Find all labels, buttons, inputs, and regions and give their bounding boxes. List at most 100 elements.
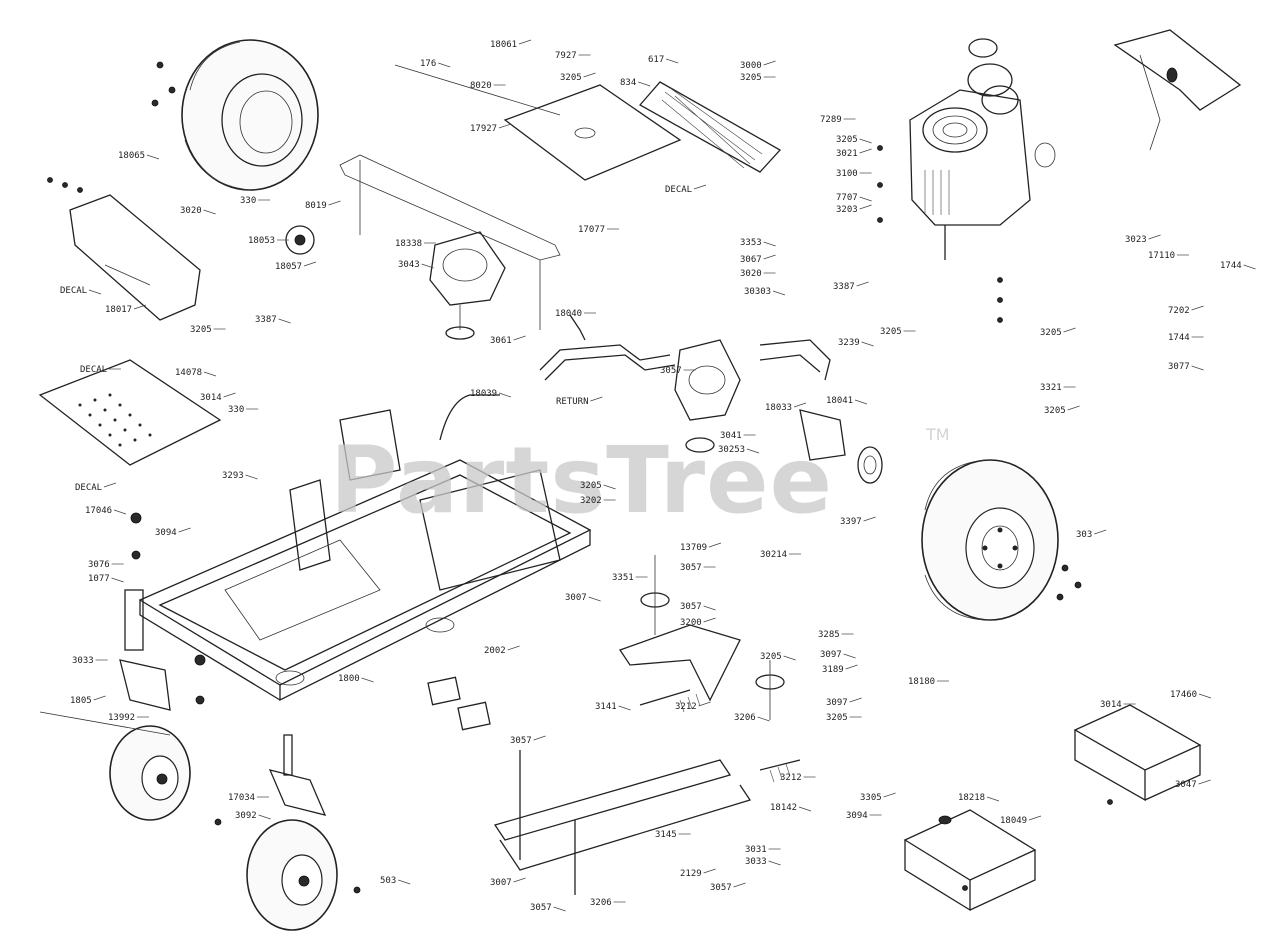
wheel-motor-right[interactable]: [799, 409, 883, 484]
hydro-pump-right[interactable]: [674, 339, 741, 453]
callout-leader: [533, 735, 546, 741]
callout-leader: [258, 814, 271, 820]
callout-leader: [438, 62, 451, 68]
callout-leader: [854, 399, 868, 405]
operator-platform[interactable]: [38, 359, 222, 466]
callout-c30: 3387: [255, 315, 277, 325]
top-deck-plate[interactable]: [394, 64, 682, 181]
callout-c18: 3205: [836, 135, 858, 145]
caster-wheel-bottom[interactable]: [246, 819, 338, 931]
callout-leader: [278, 318, 291, 324]
callout-c109: 2129: [680, 869, 702, 879]
callout-leader: [113, 509, 127, 515]
callout-c16: DECAL: [665, 185, 692, 195]
callout-leader: [859, 138, 872, 144]
callout-leader: [513, 335, 526, 341]
callout-c32: 18040: [555, 309, 582, 319]
callout-c61: DECAL: [75, 483, 102, 493]
idler-pulley[interactable]: [755, 660, 785, 720]
callout-leader: [859, 196, 872, 202]
callout-c20: 3100: [836, 169, 858, 179]
hydro-pump-left[interactable]: [429, 231, 506, 340]
callout-leader: [843, 653, 856, 659]
callout-leader: [783, 655, 796, 661]
main-frame[interactable]: [138, 154, 592, 702]
callout-c100: 3305: [860, 793, 882, 803]
front-hood[interactable]: [69, 194, 201, 321]
callout-leader: [1243, 264, 1256, 270]
callout-c66: 17046: [85, 506, 112, 516]
brake-pedal[interactable]: [427, 676, 491, 731]
callout-c08: 3205: [740, 73, 762, 83]
callout-c106: 3007: [490, 878, 512, 888]
callout-leader: [498, 392, 512, 398]
callout-c79: 2002: [484, 646, 506, 656]
callout-leader: [553, 906, 566, 912]
callout-c91: 3212: [675, 702, 697, 712]
engine-assembly[interactable]: [909, 38, 1056, 260]
callout-c94: 3057: [510, 736, 532, 746]
fuel-tank-left[interactable]: [903, 809, 1037, 912]
callout-leader: [763, 241, 776, 247]
callout-c65: 30214: [760, 550, 787, 560]
oil-cooler[interactable]: [638, 81, 782, 173]
callout-leader: [421, 263, 434, 269]
callout-leader: [638, 81, 651, 87]
callout-c56: 3041: [720, 431, 742, 441]
callout-c12: 18065: [118, 151, 145, 161]
caster-fork-bottom[interactable]: [268, 734, 327, 816]
callout-leader: [845, 664, 858, 670]
callout-leader: [1198, 779, 1211, 785]
callout-c43: 7202: [1168, 306, 1190, 316]
callout-c88: 1805: [70, 696, 92, 706]
fuel-tank-right[interactable]: [1073, 704, 1202, 802]
callout-c63: 3205: [580, 481, 602, 491]
callout-c101: 3094: [846, 811, 868, 821]
callout-c54: 18041: [826, 396, 853, 406]
callout-c06: 617: [648, 55, 664, 65]
fan-pulley[interactable]: [285, 225, 315, 255]
callout-leader: [245, 474, 258, 480]
rear-tire-right[interactable]: [921, 459, 1059, 621]
callout-c14: 330: [240, 196, 256, 206]
idler-pulley-center[interactable]: [640, 555, 670, 635]
control-handle-assembly[interactable]: [493, 689, 801, 895]
caster-wheel-left[interactable]: [109, 725, 191, 821]
callout-leader: [328, 200, 341, 206]
callout-c78: 1800: [338, 674, 360, 684]
callout-c41: 17110: [1148, 251, 1175, 261]
callout-c111: 3033: [745, 857, 767, 867]
callout-c93: 17460: [1170, 690, 1197, 700]
callout-c24: 3043: [398, 260, 420, 270]
callout-leader: [1148, 234, 1161, 240]
callout-c107: 3206: [590, 898, 612, 908]
callout-c77: 3033: [72, 656, 94, 666]
callout-leader: [763, 60, 776, 66]
callout-leader: [93, 695, 106, 701]
callout-c40: 3023: [1125, 235, 1147, 245]
callout-c112: 3057: [710, 883, 732, 893]
hydraulic-lines: [439, 314, 831, 441]
callout-c13: 8019: [305, 201, 327, 211]
rear-tire-left[interactable]: [181, 39, 319, 191]
watermark-tm: TM: [925, 425, 950, 444]
callout-leader: [883, 792, 896, 798]
drive-belt[interactable]: [618, 624, 741, 702]
callout-c97: 3047: [1175, 780, 1197, 790]
callout-leader: [603, 484, 616, 490]
callout-c80: 3285: [818, 630, 840, 640]
callout-c22: 3203: [836, 205, 858, 215]
callout-c53: 3057: [660, 366, 682, 376]
caster-fork-left[interactable]: [39, 589, 171, 736]
callout-c29: 3205: [190, 325, 212, 335]
callout-c51: 18039: [470, 389, 497, 399]
callout-c45: 3077: [1168, 362, 1190, 372]
callout-leader: [693, 184, 707, 190]
callout-leader: [103, 482, 117, 488]
callout-c98: 17034: [228, 793, 255, 803]
seat-mount-bracket[interactable]: [1113, 29, 1242, 151]
callout-c75: 3007: [565, 593, 587, 603]
callout-c62: 3202: [580, 496, 602, 506]
callout-leader: [498, 123, 512, 129]
